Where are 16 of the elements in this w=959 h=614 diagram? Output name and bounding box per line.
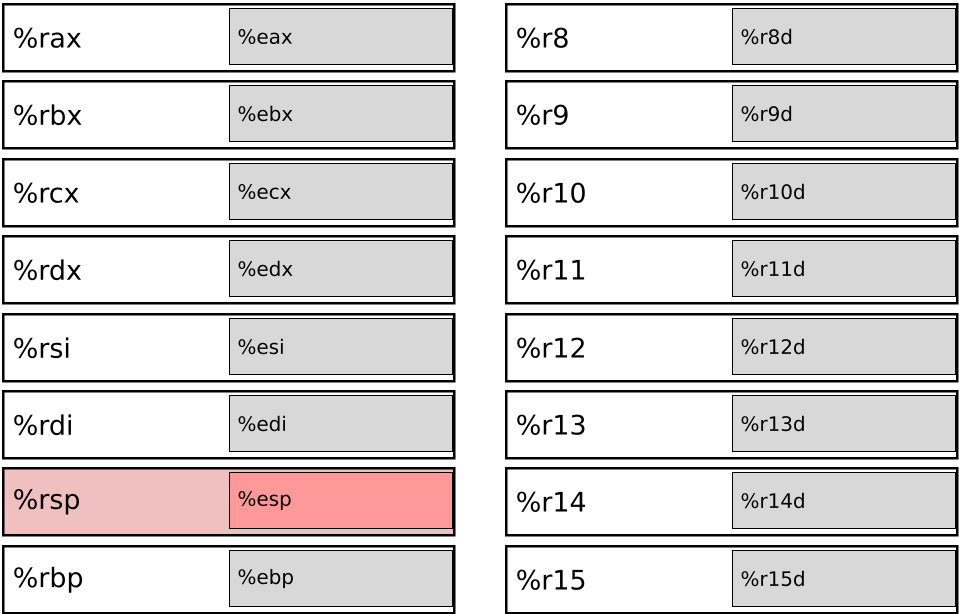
- subregister-box: %r10d: [732, 163, 956, 220]
- subregister-box: %esi: [229, 318, 453, 375]
- subregister-box: %r8d: [732, 8, 956, 65]
- subregister-box: %r13d: [732, 395, 956, 452]
- subregister-box: %edx: [229, 240, 453, 297]
- subregister-box: %r14d: [732, 472, 956, 529]
- subregister-box: %r12d: [732, 318, 956, 375]
- subregister-box: %ebx: [229, 85, 453, 142]
- subregister-box: %eax: [229, 8, 453, 65]
- subregister-box: %r15d: [732, 550, 956, 607]
- subregister-box: %esp: [229, 472, 453, 529]
- subregister-box: %r11d: [732, 240, 956, 297]
- subregister-box: %ecx: [229, 163, 453, 220]
- subregister-box: %r9d: [732, 85, 956, 142]
- subregister-box: %edi: [229, 395, 453, 452]
- subregister-box: %ebp: [229, 550, 453, 607]
